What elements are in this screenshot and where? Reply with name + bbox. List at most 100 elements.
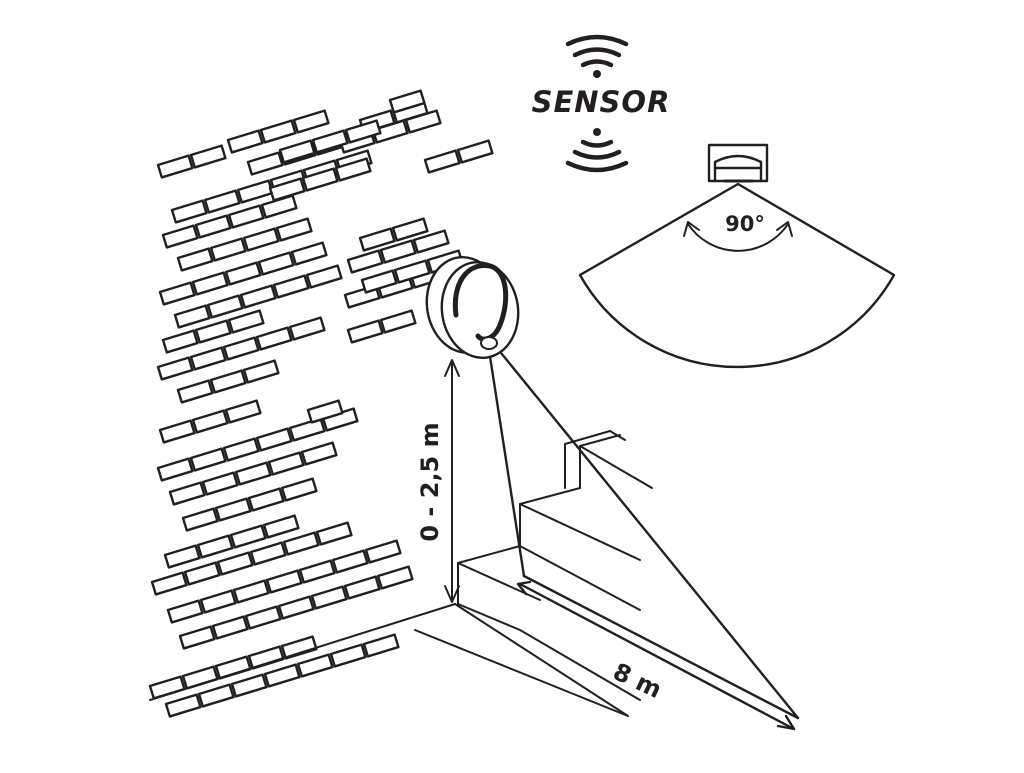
brick [196,534,234,559]
brick [209,237,247,262]
brick [211,615,249,640]
brick [265,569,303,594]
brick [242,359,280,384]
brick [268,177,306,202]
detection-angle-diagram: 90° [578,143,896,369]
brick [176,379,214,404]
brick [412,229,450,254]
brick [168,481,206,506]
brick [203,189,241,214]
sensor-logo-text: SENSOR [532,85,671,119]
brick [393,259,431,284]
brick [280,635,318,660]
brick [280,477,318,502]
brick [226,129,264,154]
brick [288,417,326,442]
brick [197,683,235,708]
brick [156,154,194,179]
brick [194,319,232,344]
brick-wall [148,89,494,718]
brick [170,199,208,224]
brick [344,119,382,144]
brick [158,281,196,306]
brick [388,89,426,114]
brick [290,241,328,266]
brick [288,316,326,341]
brick [222,336,260,361]
brick [227,204,265,229]
brick [199,589,237,614]
brick [300,441,338,466]
brick [209,369,247,394]
brick [364,539,402,564]
brick [227,309,265,334]
brick [150,571,188,596]
brick [214,497,252,522]
brick [166,599,204,624]
detection-sector [578,182,896,369]
brick [178,625,216,650]
brick [346,319,384,344]
brick [161,329,199,354]
brick [306,399,344,424]
brick [201,471,239,496]
brick [242,227,280,252]
floor-lines [149,603,629,717]
brick [222,437,260,462]
brick [189,346,227,371]
brick [156,356,194,381]
brick [216,551,254,576]
brick [267,451,305,476]
brick [163,544,201,569]
brick [191,409,229,434]
brick [362,633,400,658]
brick [262,514,300,539]
detection-range-arrow [516,580,796,731]
brick [158,419,196,444]
brick [360,269,398,294]
brick [173,304,211,329]
wifi-waves-icon [565,34,629,78]
brick [275,217,313,242]
brick [329,643,367,668]
wifi-waves-icon [565,128,629,173]
brick [229,524,267,549]
brick [334,157,372,182]
sensor-unit-icon [707,143,769,183]
brick [301,167,339,192]
brick [311,129,349,154]
brick [343,575,381,600]
brick [214,655,252,680]
mounting-height-label: 0 - 2,5 m [416,422,444,541]
brick [161,224,199,249]
brick [224,261,262,286]
brick [239,284,277,309]
detection-range-label: 8 m [609,657,666,704]
brick [346,249,384,274]
brick [315,521,353,546]
sensor-device [425,255,520,360]
detection-angle-label: 90° [725,212,765,236]
brick [189,447,227,472]
brick [236,179,274,204]
brick [296,653,334,678]
brick [423,149,461,174]
brick [246,151,284,176]
brick [164,693,202,718]
brick [191,271,229,296]
brick [156,457,194,482]
brick [247,487,285,512]
brick [224,399,262,424]
brick [391,217,429,242]
brick [379,309,417,334]
brick [263,663,301,688]
brick [278,139,316,164]
brick [376,565,414,590]
brick [255,326,293,351]
brick [176,247,214,272]
brick [379,239,417,264]
sensor-logo: SENSOR [532,34,671,173]
brick [230,673,268,698]
brick [183,561,221,586]
